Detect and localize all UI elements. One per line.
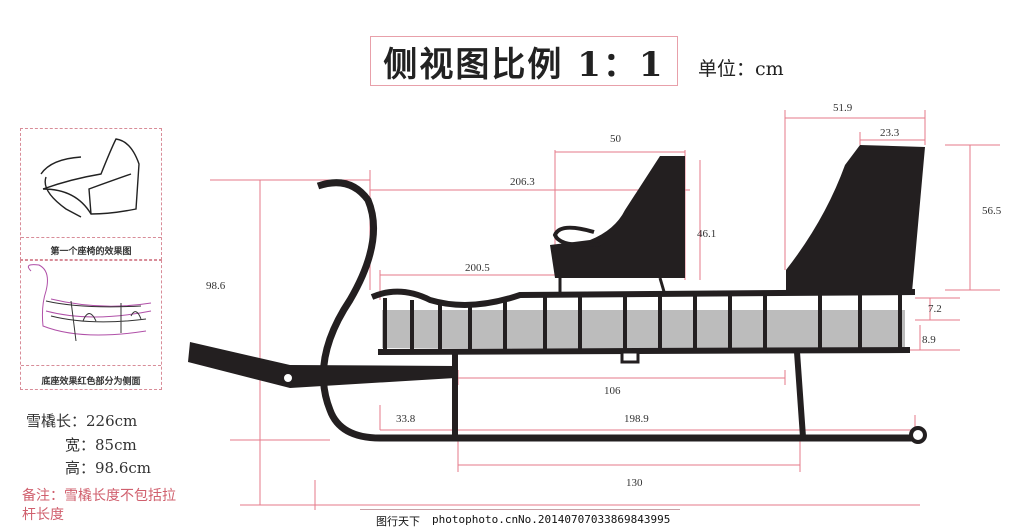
base-preview-panel: 底座效果红色部分为侧面 (20, 260, 162, 390)
spec-width: 宽：85cm (65, 436, 137, 454)
seat-caption: 第一个座椅的效果图 (21, 237, 161, 264)
sled-tub (382, 310, 905, 348)
latch (620, 350, 640, 364)
dimension-labels: 50 206.3 46.1 51.9 23.3 56.5 98.6 200.5 … (206, 102, 1002, 489)
dim-leg-span: 106 (604, 385, 621, 397)
footer-site: photophoto.cn (432, 513, 519, 526)
dim-seat2-width: 51.9 (833, 102, 853, 114)
seat-preview-panel: 第一个座椅的效果图 (20, 128, 162, 260)
dim-bottom-span: 130 (626, 477, 643, 489)
runner-ring-icon (909, 426, 927, 444)
dim-seat1-width: 50 (610, 133, 622, 145)
dim-tub-depth: 8.9 (922, 334, 936, 346)
unit-label: 单位：cm (698, 58, 784, 80)
base-sketch-icon (27, 264, 152, 342)
front-seat-legs (558, 277, 667, 296)
dim-overall-top: 206.3 (510, 176, 535, 188)
rail-slats (383, 293, 902, 352)
front-seat (550, 156, 685, 278)
dim-rail-height: 7.2 (928, 303, 942, 315)
front-seat-armrest (552, 225, 601, 247)
watermark-footer: 图行天下 photophoto.cn No.201407070338698439… (360, 509, 680, 530)
page-title: 侧视图比例 1：1 (370, 36, 678, 86)
runner (316, 179, 915, 442)
dim-seat2-height: 56.5 (982, 205, 1002, 217)
dim-runner-length: 198.9 (624, 413, 649, 425)
tow-bar-ring-icon (282, 372, 294, 384)
dim-front-offset: 33.8 (396, 413, 416, 425)
seat-sketch-icon (40, 138, 140, 218)
sled-legs (452, 351, 806, 438)
dim-seat1-height: 46.1 (697, 228, 716, 240)
dim-seat2-top: 23.3 (880, 127, 900, 139)
base-caption: 底座效果红色部分为侧面 (21, 365, 161, 387)
footer-brand: 图行天下 (376, 515, 420, 528)
spec-length: 雪橇长：226cm (26, 412, 138, 430)
rear-seat (786, 145, 925, 292)
note-text: 备注：雪橇长度不包括拉杆长度 (22, 488, 176, 523)
spec-height: 高：98.6cm (65, 459, 152, 477)
tow-bar (188, 342, 455, 388)
dim-total-height: 98.6 (206, 280, 226, 292)
dim-body-length: 200.5 (465, 262, 490, 274)
footer-id: No.20140707033869843995 (518, 513, 671, 526)
